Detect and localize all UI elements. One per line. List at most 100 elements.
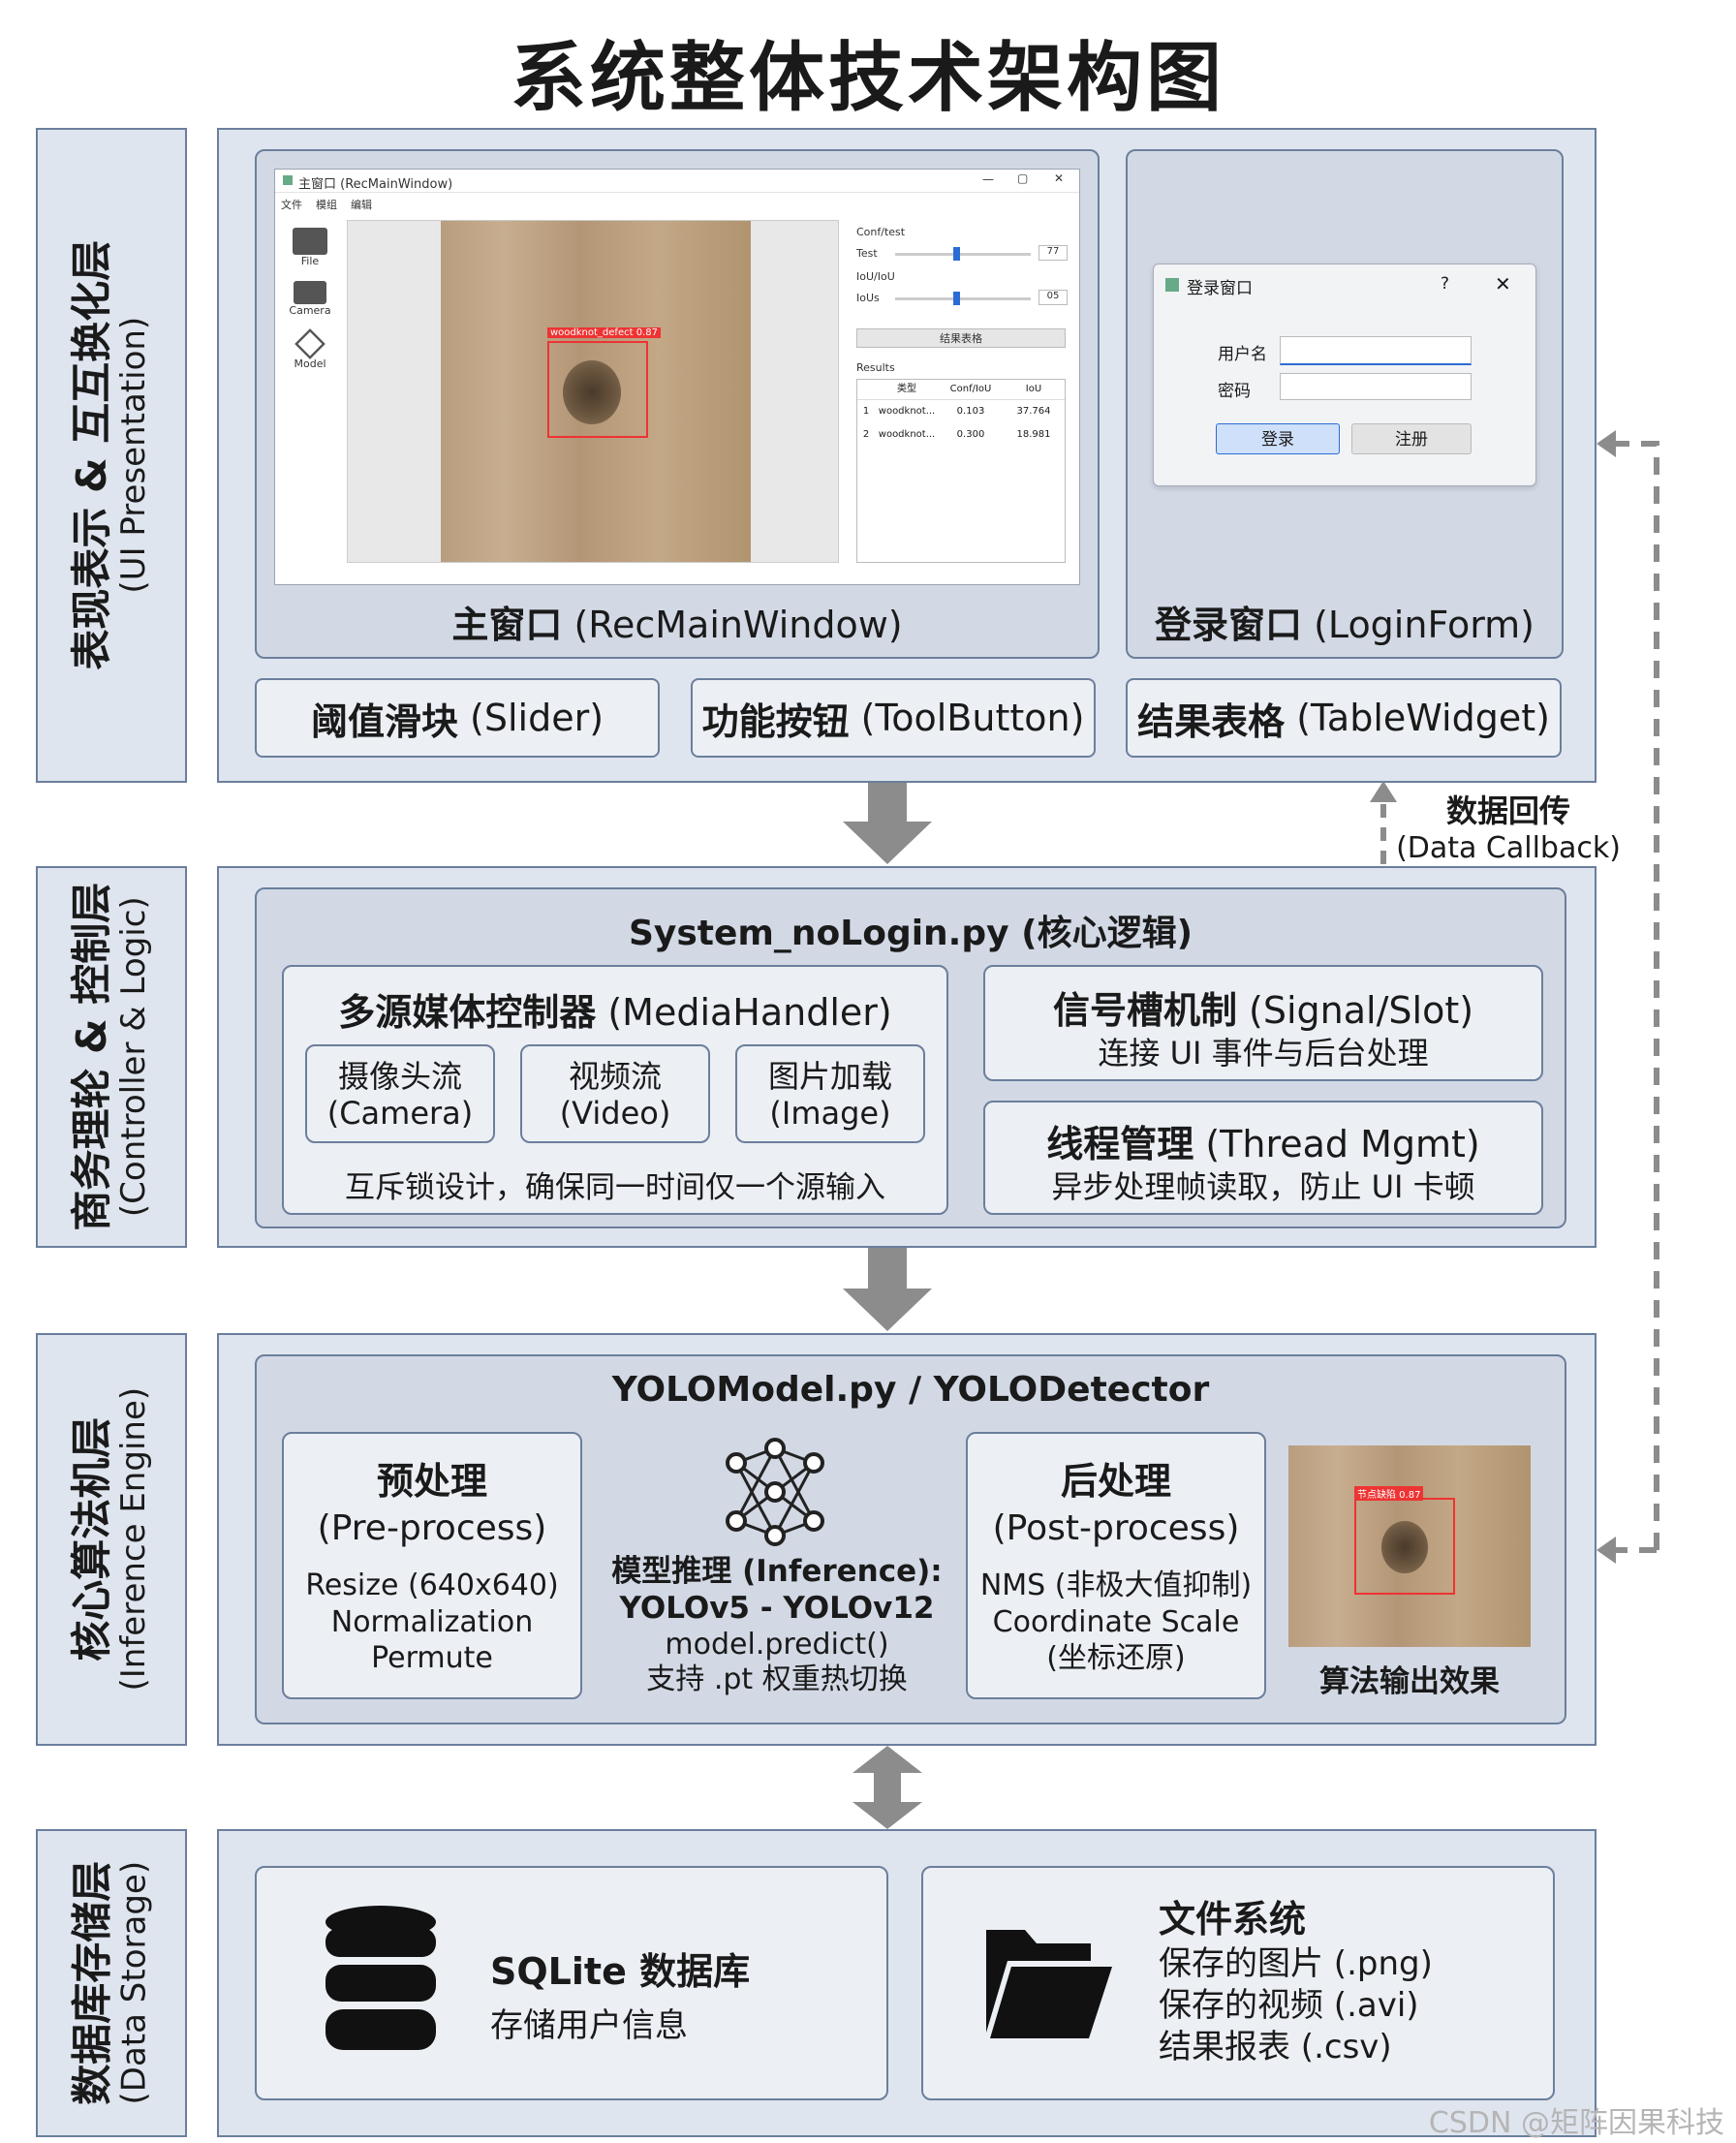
menu-item[interactable]: 文件 xyxy=(281,199,302,211)
title-en: (Thread Mgmt) xyxy=(1205,1123,1480,1165)
iou-slider-track[interactable] xyxy=(895,297,1031,300)
title-en: (Post-process) xyxy=(992,1508,1240,1548)
caption-zh: 登录窗口 xyxy=(1155,604,1303,646)
table-cell: woodknot... xyxy=(878,429,936,440)
output-image: 节点缺陷 0.87 xyxy=(1288,1445,1531,1647)
source-zh: 图片加载 xyxy=(767,1058,892,1095)
widget-en: (TableWidget) xyxy=(1296,697,1550,739)
result-table-button[interactable]: 结果表格 xyxy=(856,328,1066,348)
source-zh: 视频流 xyxy=(568,1058,662,1095)
callback-zh: 数据回传 xyxy=(1445,792,1570,829)
conf-label: Conf/test xyxy=(856,226,906,238)
widget-zh: 结果表格 xyxy=(1137,699,1286,743)
camera-icon xyxy=(294,281,326,304)
filesystem-line: 保存的图片 (.png) xyxy=(1159,1943,1433,1983)
menu-item[interactable]: 模组 xyxy=(316,199,337,211)
media-handler-note: 互斥锁设计，确保同一时间仅一个源输入 xyxy=(345,1170,885,1205)
folder-icon xyxy=(293,228,327,255)
help-icon[interactable]: ? xyxy=(1441,274,1450,294)
conf-value-label: Test xyxy=(856,247,878,260)
source-camera-box: 摄像头流 (Camera) xyxy=(305,1044,495,1143)
callback-en: (Data Callback) xyxy=(1396,831,1621,865)
cube-icon xyxy=(294,328,326,359)
menu-bar: 文件 模组 编辑 xyxy=(281,197,372,212)
layer-label-engine: 核心算法机层(Inference Engine) xyxy=(36,1333,187,1746)
table-row[interactable]: 1 woodknot... 0.103 37.764 xyxy=(857,400,1065,423)
source-en: (Camera) xyxy=(326,1095,474,1133)
layer-label-en: (Inference Engine) xyxy=(114,1387,154,1692)
thread-mgmt-box xyxy=(983,1101,1543,1215)
postprocess-line: (坐标还原) xyxy=(1046,1641,1186,1675)
conf-slider-handle[interactable] xyxy=(953,247,960,261)
inference-note: 支持 .pt 权重热切换 xyxy=(646,1662,908,1697)
filesystem-title: 文件系统 xyxy=(1159,1898,1307,1941)
signal-slot-title: 信号槽机制 (Signal/Slot) xyxy=(983,980,1543,1034)
layer-label-en: (UI Presentation) xyxy=(114,317,154,594)
signal-slot-box xyxy=(983,965,1543,1081)
side-button-file[interactable]: File xyxy=(289,228,331,267)
postprocess-box: 后处理 (Post-process) NMS (非极大值抑制) Coordina… xyxy=(966,1432,1266,1699)
database-title: SQLite 数据库 xyxy=(490,1950,751,1993)
source-video-box: 视频流 (Video) xyxy=(520,1044,710,1143)
password-label: 密码 xyxy=(1218,382,1251,401)
postprocess-line: Coordinate Scale xyxy=(992,1604,1240,1639)
title-zh: 多源媒体控制器 xyxy=(338,991,597,1034)
table-cell: woodknot... xyxy=(878,406,936,417)
close-icon[interactable]: ✕ xyxy=(1495,272,1511,295)
conf-spinbox[interactable]: 77 xyxy=(1038,245,1068,261)
close-icon[interactable]: ✕ xyxy=(1054,171,1065,185)
layer-label-controller: 商务理轮 & 控制层(Controller & Logic) xyxy=(36,866,187,1248)
folder-icon xyxy=(986,1930,1112,2038)
register-button[interactable]: 注册 xyxy=(1351,423,1472,454)
table-header-cell: 类型 xyxy=(897,384,916,394)
main-window-mock: 主窗口 (RecMainWindow) — ▢ ✕ 文件 模组 编辑 File … xyxy=(274,169,1080,585)
iou-slider-handle[interactable] xyxy=(953,292,960,305)
inference-call: model.predict() xyxy=(665,1627,889,1662)
caption-zh: 主窗口 xyxy=(451,604,563,646)
table-cell: 37.764 xyxy=(1016,406,1051,417)
main-window-caption: 主窗口 (RecMainWindow) xyxy=(255,595,1100,648)
thread-mgmt-title: 线程管理 (Thread Mgmt) xyxy=(983,1114,1543,1167)
table-row[interactable]: 2 woodknot... 0.300 18.981 xyxy=(857,423,1065,447)
maximize-icon[interactable]: ▢ xyxy=(1017,171,1029,185)
layer-label-storage: 数据库存储层(Data Storage) xyxy=(36,1829,187,2137)
filesystem-text: 文件系统 保存的图片 (.png) 保存的视频 (.avi) 结果报表 (.cs… xyxy=(1159,1897,1433,2067)
title-en: (Pre-process) xyxy=(317,1508,547,1548)
widget-en: (ToolButton) xyxy=(860,697,1085,739)
results-table: 类型 Conf/IoU IoU 1 woodknot... 0.103 37.7… xyxy=(856,379,1066,563)
side-button-camera[interactable]: Camera xyxy=(289,281,331,317)
login-button[interactable]: 登录 xyxy=(1216,423,1340,454)
menu-item[interactable]: 编辑 xyxy=(351,199,372,211)
layer-label-zh: 商务理轮 & 控制层 xyxy=(68,883,116,1231)
title-zh: 预处理 xyxy=(376,1460,487,1503)
caption-en: (LoginForm) xyxy=(1314,604,1534,646)
iou-label: IoU/IoU xyxy=(856,270,895,283)
caption-en: (RecMainWindow) xyxy=(574,604,903,646)
video-display: woodknot_defect 0.87 xyxy=(347,220,839,563)
title-zh: 线程管理 xyxy=(1046,1123,1194,1165)
minimize-icon[interactable]: — xyxy=(982,172,994,186)
layer-label-zh: 核心算法机层 xyxy=(68,1416,116,1662)
table-cell: 1 xyxy=(862,406,870,417)
inference-block: 模型推理 (Inference): YOLOv5 - YOLOv12 model… xyxy=(593,1554,961,1698)
preprocess-line: Permute xyxy=(371,1641,493,1675)
username-input[interactable] xyxy=(1280,336,1472,365)
iou-spinbox[interactable]: 05 xyxy=(1038,290,1068,305)
window-titlebar: 主窗口 (RecMainWindow) — ▢ ✕ xyxy=(275,170,1079,193)
widget-zh: 功能按钮 xyxy=(701,699,850,743)
window-title: 主窗口 (RecMainWindow) xyxy=(298,177,453,192)
data-callback-label: 数据回传 (Data Callback) xyxy=(1387,787,1629,865)
tablewidget-widget-box: 结果表格 (TableWidget) xyxy=(1126,678,1562,758)
title-en: (Signal/Slot) xyxy=(1249,989,1474,1032)
database-desc: 存储用户信息 xyxy=(490,2006,688,2045)
iou-value-label: IoUs xyxy=(856,292,880,304)
password-input[interactable] xyxy=(1280,373,1472,400)
widget-zh: 阈值滑块 xyxy=(310,699,458,743)
conf-slider-track[interactable] xyxy=(895,253,1031,256)
filesystem-line: 结果报表 (.csv) xyxy=(1159,2027,1392,2066)
side-button-label: Model xyxy=(294,357,326,370)
side-button-model[interactable]: Model xyxy=(289,328,331,370)
table-cell: 0.300 xyxy=(956,429,985,440)
inference-models: YOLOv5 - YOLOv12 xyxy=(619,1590,935,1626)
thread-mgmt-desc: 异步处理帧读取，防止 UI 卡顿 xyxy=(1051,1168,1475,1205)
